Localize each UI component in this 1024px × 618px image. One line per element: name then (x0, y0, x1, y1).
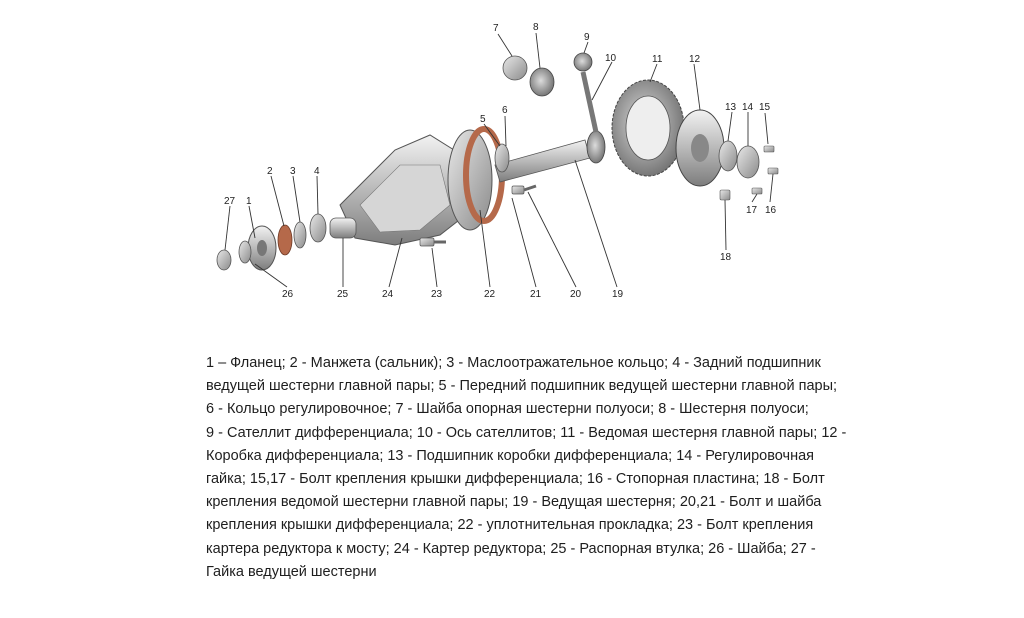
oil-ring-part (293, 221, 307, 249)
satellite-part (573, 52, 593, 72)
bolt-part (763, 145, 775, 153)
seal-part (277, 224, 293, 256)
callout-14: 14 (742, 102, 754, 113)
callout-20: 20 (570, 289, 582, 300)
bolt-part (767, 167, 779, 175)
callout-26: 26 (282, 289, 294, 300)
callout-24: 24 (382, 289, 394, 300)
legend-line: ведущей шестерни главной пары; 5 - Перед… (206, 378, 838, 395)
bearing-part (309, 213, 327, 243)
legend-line: крепления ведомой шестерни главной пары;… (206, 494, 822, 511)
nut-part (216, 249, 232, 271)
legend-line: 6 - Кольцо регулировочное; 7 - Шайба опо… (206, 401, 809, 418)
flange-part (247, 225, 277, 271)
callout-21: 21 (530, 289, 542, 300)
leader-lines (224, 32, 774, 288)
bearing-part (494, 143, 510, 173)
pinion-shaft-part (494, 130, 606, 183)
legend-line: крепления крышки дифференциала; 22 - упл… (206, 517, 814, 534)
callout-4: 4 (314, 166, 320, 177)
callout-22: 22 (484, 289, 496, 300)
side-gear-part (529, 67, 555, 97)
legend-line: Коробка дифференциала; 13 - Подшипник ко… (206, 447, 815, 464)
ring-gear-part (611, 79, 685, 177)
adjusting-nut-part (736, 145, 760, 179)
bolt-part (419, 237, 446, 247)
callout-15: 15 (759, 102, 771, 113)
legend-line: 1 – Фланец; 2 - Манжета (сальник); 3 - М… (206, 355, 821, 371)
callout-16: 16 (765, 205, 777, 216)
diff-bearing-part (718, 140, 738, 172)
callout-7: 7 (493, 23, 499, 34)
diff-case-part (675, 109, 725, 187)
callout-1: 1 (246, 196, 252, 207)
callout-labels: 1 2 3 4 5 6 7 8 9 10 11 12 13 14 15 16 1… (224, 22, 777, 300)
housing-part (339, 129, 493, 246)
callout-10: 10 (605, 53, 617, 64)
legend-line: гайка; 15,17 - Болт крепления крышки диф… (206, 471, 825, 488)
callout-5: 5 (480, 114, 486, 125)
callout-2: 2 (267, 166, 273, 177)
thrust-washer-part (502, 55, 528, 81)
callout-17: 17 (746, 205, 758, 216)
bolt-part (751, 187, 763, 195)
callout-23: 23 (431, 289, 443, 300)
washer-part (238, 240, 252, 264)
exploded-diagram: 1 2 3 4 5 6 7 8 9 10 11 12 13 14 15 16 1… (216, 22, 779, 300)
parts-legend: 1 – Фланец; 2 - Манжета (сальник); 3 - М… (206, 352, 846, 584)
satellite-axle-part (580, 71, 599, 133)
legend-line: Гайка ведущей шестерни (206, 563, 377, 580)
callout-18: 18 (720, 252, 732, 263)
callout-11: 11 (652, 54, 663, 65)
callout-27: 27 (224, 196, 236, 207)
legend-line: картера редуктора к мосту; 24 - Картер р… (206, 540, 816, 557)
callout-3: 3 (290, 166, 296, 177)
bolt-part (511, 184, 537, 195)
callout-8: 8 (533, 22, 539, 33)
callout-6: 6 (502, 105, 508, 116)
callout-12: 12 (689, 54, 701, 65)
callout-25: 25 (337, 289, 349, 300)
callout-19: 19 (612, 289, 624, 300)
bolt-part (719, 189, 731, 201)
callout-9: 9 (584, 32, 590, 43)
spacer-sleeve-part (329, 217, 357, 239)
callout-13: 13 (725, 102, 737, 113)
legend-line: 9 - Сателлит дифференциала; 10 - Ось сат… (206, 424, 847, 441)
